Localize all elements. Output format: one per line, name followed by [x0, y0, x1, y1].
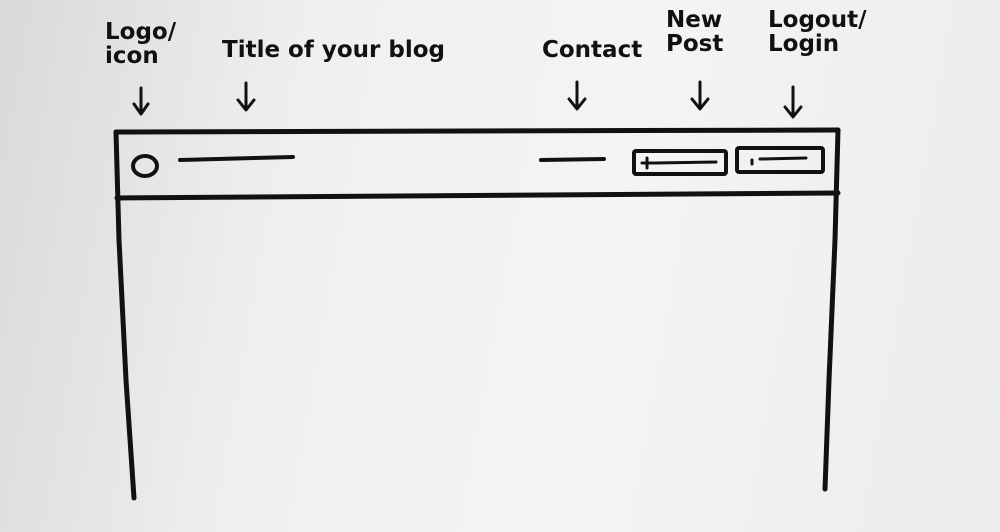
- new-post-button: [632, 149, 728, 176]
- logo-icon: [131, 154, 159, 178]
- header-bottom-rule: [114, 190, 841, 201]
- arrow-to-contact: [567, 80, 587, 111]
- frame-right-edge: [822, 127, 841, 492]
- arrow-to-logo: [132, 86, 150, 116]
- arrow-to-new-post: [690, 80, 710, 111]
- new-post-label-placeholder: [653, 160, 718, 165]
- frame-top-edge: [113, 127, 841, 135]
- logout-label-placeholder: [758, 156, 808, 161]
- annotation-contact: Contact: [542, 37, 643, 63]
- frame-left-edge: [113, 129, 137, 501]
- annotation-logo-icon: Logo/ icon: [105, 19, 177, 69]
- arrow-to-title: [236, 81, 256, 112]
- logout-login-button: [735, 146, 825, 174]
- annotation-new-post: New Post: [666, 7, 724, 57]
- plus-icon: [640, 156, 655, 170]
- contact-link-placeholder: [539, 157, 606, 162]
- annotation-logout-login: Logout/ Login: [768, 7, 867, 57]
- annotation-blog-title: Title of your blog: [222, 37, 446, 63]
- blog-title-placeholder: [178, 155, 295, 162]
- arrow-to-logout: [783, 85, 803, 119]
